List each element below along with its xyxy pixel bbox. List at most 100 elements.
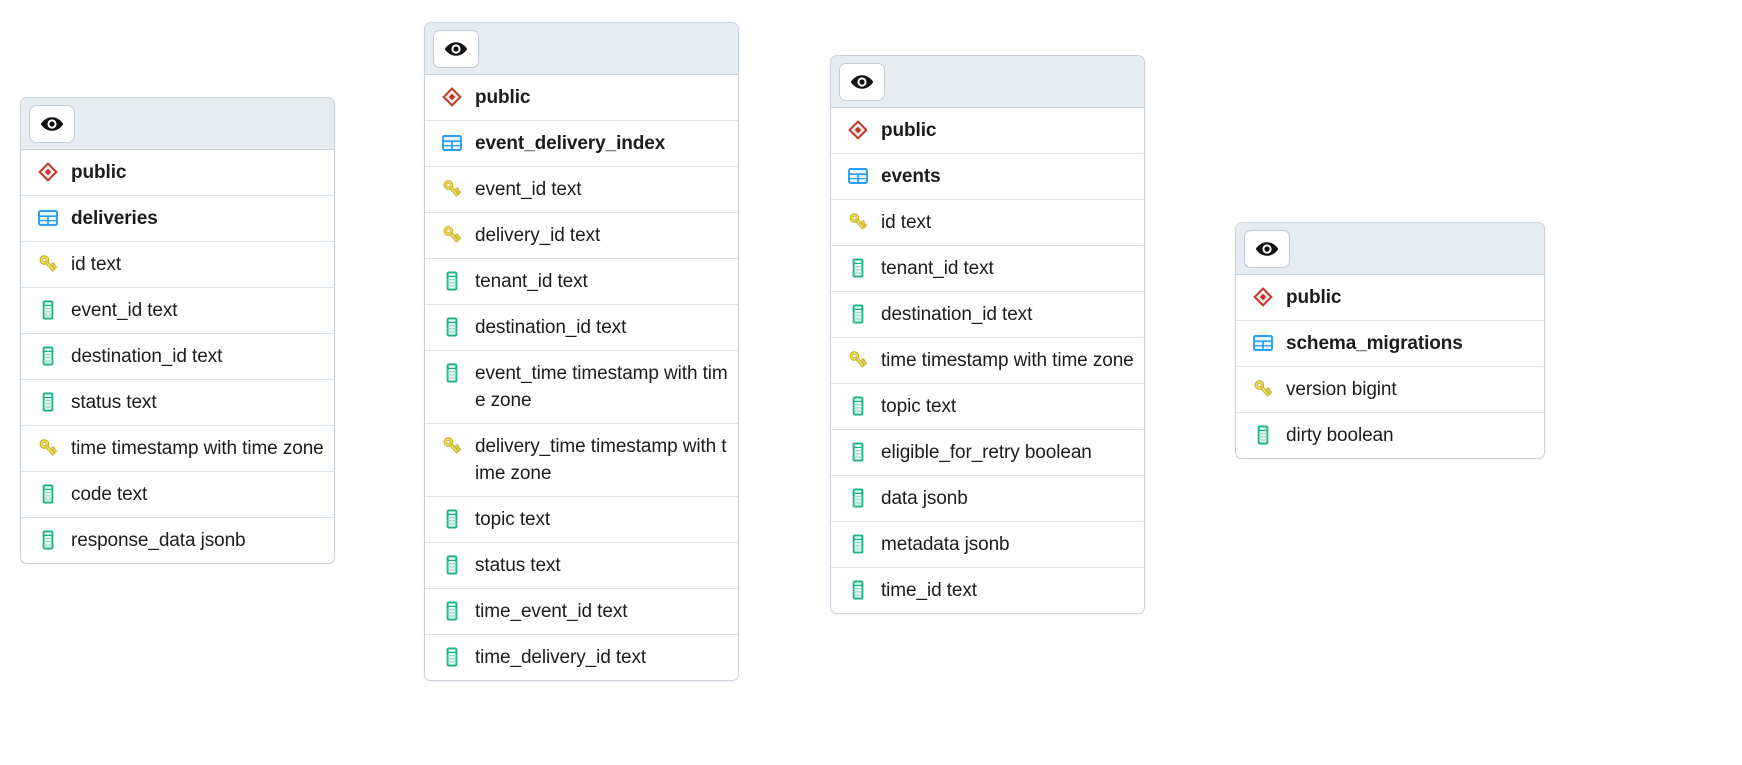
- eye-icon[interactable]: [29, 104, 75, 143]
- schema-name: public: [475, 87, 531, 108]
- column-icon: [35, 389, 61, 415]
- table-name-row[interactable]: schema_migrations: [1236, 321, 1544, 367]
- column-label: response_data jsonb: [71, 530, 246, 551]
- column-label: destination_id text: [71, 346, 223, 367]
- key-icon: [845, 347, 871, 373]
- column-icon: [439, 506, 465, 532]
- column-row[interactable]: version bigint: [1236, 367, 1544, 413]
- column-label: event_id text: [71, 300, 178, 321]
- table-header-schema_migrations: [1236, 223, 1544, 275]
- column-row[interactable]: id text: [831, 200, 1144, 246]
- table-name: schema_migrations: [1286, 333, 1463, 354]
- column-label: tenant_id text: [881, 258, 994, 279]
- column-row[interactable]: tenant_id text: [425, 259, 738, 305]
- column-row[interactable]: data jsonb: [831, 476, 1144, 522]
- column-icon: [35, 527, 61, 553]
- table-name-row[interactable]: deliveries: [21, 196, 334, 242]
- schema-row[interactable]: public: [425, 75, 738, 121]
- column-row[interactable]: eligible_for_retry boolean: [831, 430, 1144, 476]
- column-row[interactable]: status text: [21, 380, 334, 426]
- column-icon: [845, 531, 871, 557]
- column-row[interactable]: response_data jsonb: [21, 518, 334, 563]
- table-header-events: [831, 56, 1144, 108]
- column-label: delivery_time timestamp with time zone: [475, 436, 727, 484]
- column-row[interactable]: metadata jsonb: [831, 522, 1144, 568]
- column-row[interactable]: code text: [21, 472, 334, 518]
- column-label: destination_id text: [881, 304, 1033, 325]
- column-label: version bigint: [1286, 379, 1397, 400]
- column-icon: [439, 552, 465, 578]
- column-label: time_id text: [881, 580, 977, 601]
- column-label: topic text: [475, 509, 551, 530]
- table-grid-icon: [439, 130, 465, 156]
- column-row[interactable]: time_id text: [831, 568, 1144, 613]
- column-icon: [845, 301, 871, 327]
- column-row[interactable]: destination_id text: [425, 305, 738, 351]
- column-row[interactable]: event_id text: [425, 167, 738, 213]
- column-row[interactable]: destination_id text: [831, 292, 1144, 338]
- table-name-row[interactable]: events: [831, 154, 1144, 200]
- column-row[interactable]: time_event_id text: [425, 589, 738, 635]
- column-label: time timestamp with time zone: [881, 350, 1134, 371]
- column-label: status text: [71, 392, 157, 413]
- column-row[interactable]: topic text: [831, 384, 1144, 430]
- column-label: status text: [475, 555, 561, 576]
- column-label: code text: [71, 484, 148, 505]
- schema-row[interactable]: public: [21, 150, 334, 196]
- column-row[interactable]: id text: [21, 242, 334, 288]
- column-label: time timestamp with time zone: [71, 438, 324, 459]
- table-name: deliveries: [71, 208, 158, 229]
- column-label: tenant_id text: [475, 271, 588, 292]
- schema-diamond-icon: [439, 84, 465, 110]
- column-icon: [439, 314, 465, 340]
- schema-name: public: [881, 120, 937, 141]
- column-label: metadata jsonb: [881, 534, 1010, 555]
- key-icon: [1250, 376, 1276, 402]
- key-icon: [35, 435, 61, 461]
- column-row[interactable]: tenant_id text: [831, 246, 1144, 292]
- eye-icon[interactable]: [839, 62, 885, 101]
- column-row[interactable]: delivery_id text: [425, 213, 738, 259]
- column-row[interactable]: status text: [425, 543, 738, 589]
- column-row[interactable]: event_id text: [21, 288, 334, 334]
- schema-diamond-icon: [845, 117, 871, 143]
- table-name: event_delivery_index: [475, 133, 666, 154]
- er-table-events[interactable]: public events id text tenant_id text destina…: [830, 55, 1145, 614]
- column-label: delivery_id text: [475, 225, 601, 246]
- column-row[interactable]: topic text: [425, 497, 738, 543]
- column-row[interactable]: delivery_time timestamp with time zone: [425, 424, 738, 497]
- schema-diamond-icon: [1250, 284, 1276, 310]
- schema-row[interactable]: public: [831, 108, 1144, 154]
- column-row[interactable]: destination_id text: [21, 334, 334, 380]
- table-grid-icon: [1250, 330, 1276, 356]
- column-icon: [439, 598, 465, 624]
- table-header-event_delivery_index: [425, 23, 738, 75]
- column-icon: [439, 268, 465, 294]
- key-icon: [845, 209, 871, 235]
- column-icon: [845, 485, 871, 511]
- column-row[interactable]: time timestamp with time zone: [21, 426, 334, 472]
- schema-row[interactable]: public: [1236, 275, 1544, 321]
- column-row[interactable]: event_time timestamp with time zone: [425, 351, 738, 424]
- er-table-event_delivery_index[interactable]: public event_delivery_index event_id text d…: [424, 22, 739, 681]
- column-label: destination_id text: [475, 317, 627, 338]
- column-icon: [439, 644, 465, 670]
- column-icon: [845, 439, 871, 465]
- eye-icon[interactable]: [433, 29, 479, 68]
- column-icon: [439, 360, 465, 386]
- column-row[interactable]: time timestamp with time zone: [831, 338, 1144, 384]
- column-label: event_time timestamp with time zone: [475, 363, 728, 411]
- column-row[interactable]: dirty boolean: [1236, 413, 1544, 458]
- column-icon: [845, 393, 871, 419]
- eye-icon[interactable]: [1244, 229, 1290, 268]
- table-name-row[interactable]: event_delivery_index: [425, 121, 738, 167]
- column-label: dirty boolean: [1286, 425, 1394, 446]
- column-icon: [35, 297, 61, 323]
- schema-name: public: [1286, 287, 1342, 308]
- column-label: eligible_for_retry boolean: [881, 442, 1092, 463]
- column-label: id text: [881, 212, 931, 233]
- er-table-deliveries[interactable]: public deliveries id text event_id text dest…: [20, 97, 335, 564]
- key-icon: [439, 176, 465, 202]
- column-row[interactable]: time_delivery_id text: [425, 635, 738, 680]
